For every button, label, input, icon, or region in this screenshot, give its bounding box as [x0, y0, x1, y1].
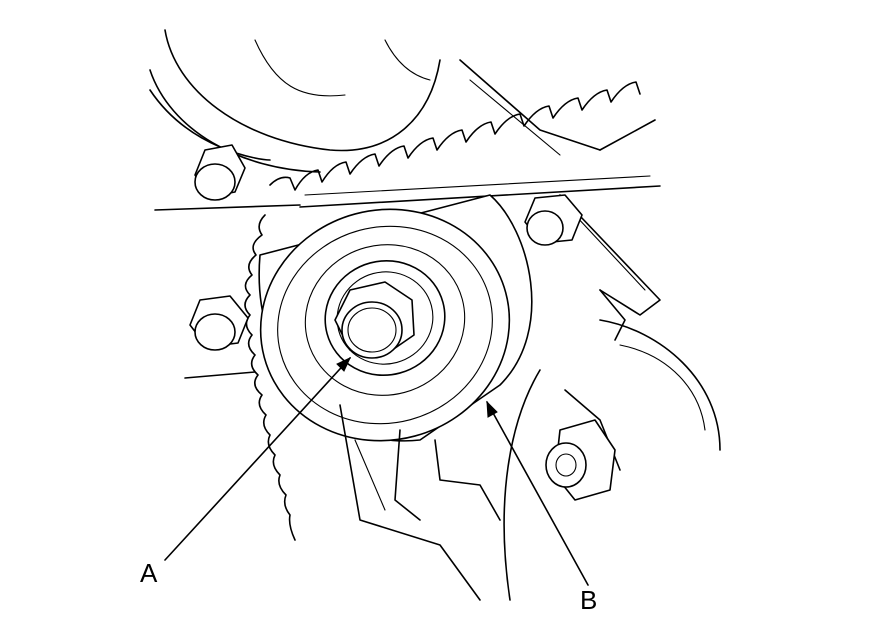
leader-line-a [164, 356, 352, 561]
engine-case-upper [459, 59, 661, 341]
bolt-right [524, 194, 583, 246]
bolt-upper-left [194, 144, 246, 201]
upper-sprocket [149, 29, 441, 173]
bolt-left [189, 295, 249, 351]
callout-label-b: B [580, 585, 598, 615]
callout-label-a: A [140, 558, 158, 588]
timing-belt [154, 81, 661, 541]
tensioner-center-bolt [334, 281, 415, 359]
leader-line-b [486, 400, 589, 586]
dowel-sleeve [545, 419, 616, 501]
